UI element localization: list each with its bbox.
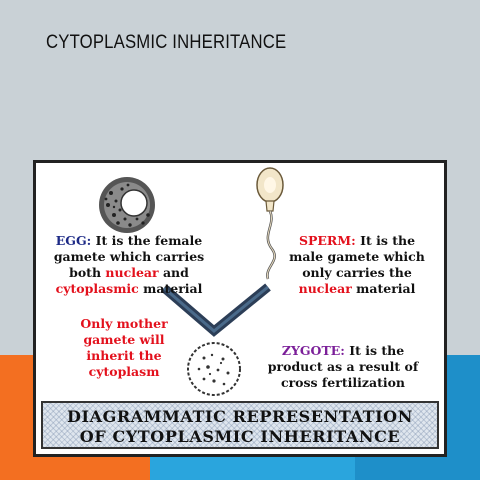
figure-illustrations (99, 167, 284, 396)
slide-title: CYTOPLASMIC INHERITANCE (46, 32, 287, 53)
egg-description: EGG: It is the female gamete which carri… (40, 233, 218, 297)
zygote-line3: cross fertilization (280, 375, 406, 390)
convergence-v-arrow (161, 283, 271, 337)
sperm-line2: male gamete which (289, 249, 425, 264)
sperm-label: SPERM: (298, 233, 356, 248)
sperm-description: SPERM: It is the male gamete which only … (268, 233, 446, 297)
zygote-cell-illustration (187, 342, 241, 396)
zygote-label: ZYGOTE: (281, 343, 345, 358)
banner-line1: DIAGRAMMATIC REPRESENTATION (67, 407, 413, 426)
egg-label: EGG: (55, 233, 92, 248)
sperm-nuclear-keyword: nuclear (298, 281, 352, 296)
zygote-line1: It is the (344, 343, 405, 358)
mother-note-line1: Only mother (80, 316, 168, 331)
mother-note-line4: cytoplasm (88, 364, 160, 379)
sperm-line3: only carries the (302, 265, 412, 280)
mother-gamete-note: Only mother gamete will inherit the cyto… (64, 316, 184, 380)
egg-cell-illustration (99, 177, 155, 233)
egg-nuclear-keyword: nuclear (105, 265, 159, 280)
banner-line2: OF CYTOPLASMIC INHERITANCE (79, 427, 401, 446)
zygote-line2: product as a result of (267, 359, 419, 374)
mother-note-line2: gamete will (83, 332, 165, 347)
egg-line3a: both (69, 265, 106, 280)
egg-line4: material (138, 281, 203, 296)
sperm-line1: It is the (355, 233, 416, 248)
egg-line2: gamete which carries (53, 249, 205, 264)
egg-line3b: and (158, 265, 189, 280)
mother-note-line3: inherit the (86, 348, 162, 363)
sperm-cell-illustration (256, 167, 284, 280)
cytoplasmic-inheritance-figure: EGG: It is the female gamete which carri… (33, 160, 447, 457)
egg-line1: It is the female (91, 233, 203, 248)
figure-caption-banner: DIAGRAMMATIC REPRESENTATION OF CYTOPLASM… (41, 401, 439, 449)
egg-cytoplasmic-keyword: cytoplasmic (55, 281, 139, 296)
zygote-description: ZYGOTE: It is the product as a result of… (248, 343, 438, 391)
sperm-line4: material (351, 281, 416, 296)
